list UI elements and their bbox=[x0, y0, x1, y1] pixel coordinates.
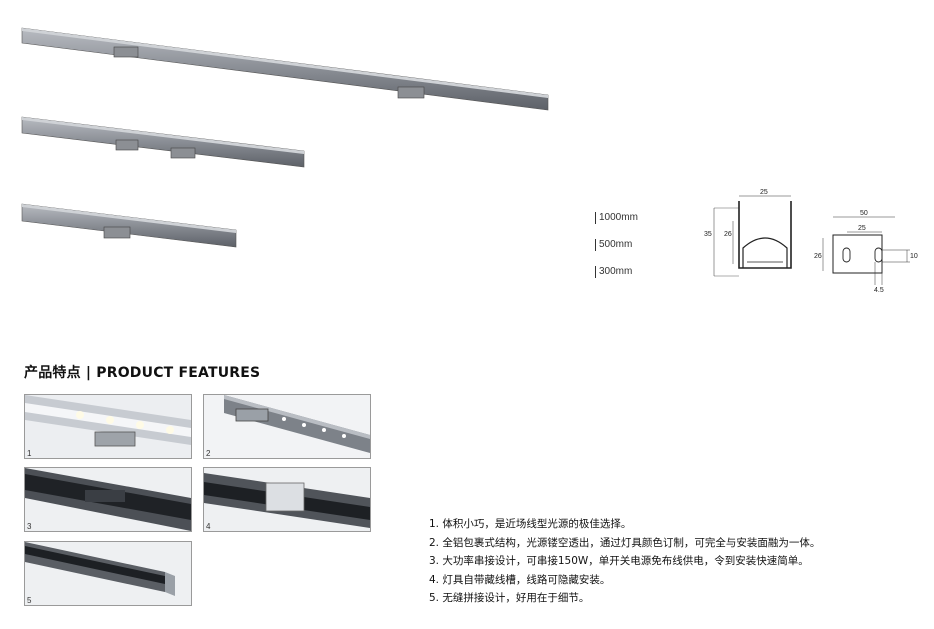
bar-300mm bbox=[21, 203, 237, 248]
bar-clip bbox=[103, 226, 131, 239]
length-label: 300mm bbox=[595, 266, 638, 278]
thumbnail-image bbox=[204, 395, 370, 458]
feature-thumbnail-3: 3 bbox=[24, 467, 192, 532]
bar-1000mm bbox=[21, 27, 549, 111]
bracket-inner-label: 25 bbox=[858, 225, 866, 232]
feature-list: 1. 体积小巧，是近场线型光源的极佳选择。 2. 全铝包裹式结构，光源镂空透出，… bbox=[429, 515, 820, 608]
thumbnail-image bbox=[25, 468, 191, 531]
feature-thumbnail-4: 4 bbox=[203, 467, 371, 532]
feature-thumbnail-5: 5 bbox=[24, 541, 192, 606]
feature-item: 5. 无缝拼接设计，好用在于细节。 bbox=[429, 592, 590, 605]
bar-clip bbox=[113, 46, 139, 58]
profile-width-label: 25 bbox=[760, 189, 768, 196]
thumbnail-number: 5 bbox=[27, 596, 32, 605]
feature-thumbnail-1: 1 bbox=[24, 394, 192, 459]
bracket-height-label: 26 bbox=[814, 253, 822, 260]
feature-item: 4. 灯具自带藏线槽，线路可隐藏安装。 bbox=[429, 573, 611, 586]
feature-item: 3. 大功率串接设计，可串接150W，单开关电源免布线供电，令到安装快速简单。 bbox=[429, 555, 809, 568]
length-label: 500mm bbox=[595, 239, 638, 251]
profile-dimension-drawing: 25 35 26 bbox=[704, 189, 792, 277]
profile-height-inner-label: 26 bbox=[724, 231, 732, 238]
section-heading: 产品特点 | PRODUCT FEATURES bbox=[24, 365, 261, 381]
bar-clip bbox=[115, 139, 139, 151]
thumbnail-image bbox=[204, 468, 370, 531]
bracket-dimension-drawing: 50 25 26 10 4.5 bbox=[814, 210, 918, 294]
thumbnail-number: 2 bbox=[206, 449, 211, 458]
feature-item: 2. 全铝包裹式结构，光源镂空透出，通过灯具颜色订制，可完全与安装面融为一体。 bbox=[429, 536, 821, 549]
thumbnail-number: 4 bbox=[206, 522, 211, 531]
length-label: 1000mm bbox=[595, 212, 638, 224]
length-legend: 1000mm 500mm 300mm bbox=[595, 212, 638, 293]
bracket-slot-label: 10 bbox=[910, 253, 918, 260]
thumbnail-number: 1 bbox=[27, 449, 32, 458]
thumbnail-image bbox=[25, 542, 191, 605]
bar-clip bbox=[397, 86, 425, 99]
feature-thumbnail-2: 2 bbox=[203, 394, 371, 459]
bar-500mm bbox=[21, 116, 305, 168]
thumbnail-image bbox=[25, 395, 191, 458]
feature-item: 1. 体积小巧，是近场线型光源的极佳选择。 bbox=[429, 518, 632, 530]
product-bars-image bbox=[21, 27, 549, 248]
bracket-hole-label: 4.5 bbox=[874, 287, 884, 294]
bar-clip bbox=[170, 147, 196, 159]
bracket-width-label: 50 bbox=[860, 210, 868, 217]
profile-height-outer-label: 35 bbox=[704, 231, 712, 238]
thumbnail-number: 3 bbox=[27, 522, 32, 531]
